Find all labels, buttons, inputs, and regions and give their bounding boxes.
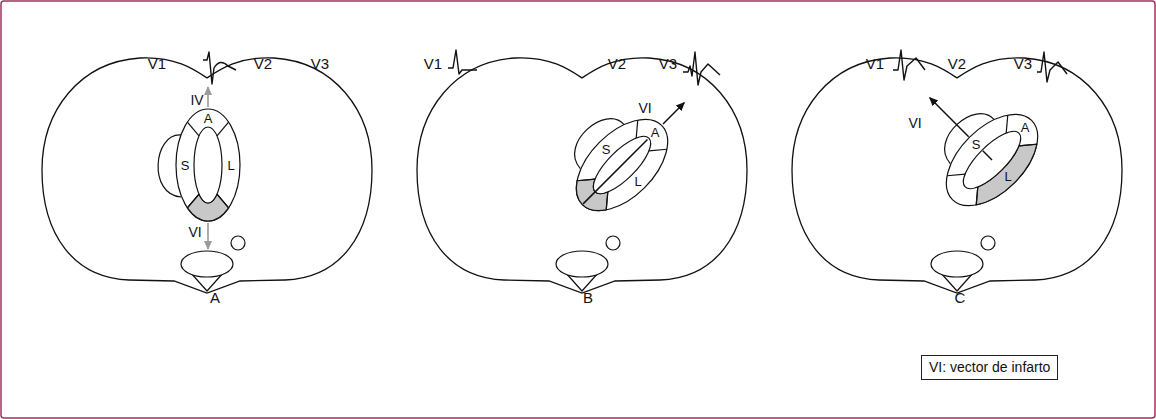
ecg-trace	[203, 52, 236, 84]
infarct-vector	[207, 223, 209, 249]
segment-label: A	[1021, 121, 1030, 134]
panel-label: B	[583, 290, 593, 305]
segment-label: L	[1004, 170, 1011, 183]
vector-label: VI	[638, 101, 651, 115]
segment-label: S	[972, 138, 981, 151]
segment-label: S	[602, 143, 611, 156]
segment-label: L	[227, 159, 234, 172]
chest-outline	[417, 58, 747, 293]
lead-label: V3	[1014, 56, 1032, 71]
heart-section	[547, 67, 707, 227]
segment-label: A	[651, 126, 660, 139]
segment-label: L	[634, 175, 641, 188]
infarct-vector	[207, 87, 209, 107]
ecg-trace	[1037, 52, 1067, 82]
vector-label: VI	[188, 225, 201, 239]
panel-label: C	[955, 290, 966, 305]
heart-section	[158, 109, 240, 221]
chest-outline	[42, 58, 372, 293]
ecg-trace	[683, 52, 720, 85]
panel-label: A	[210, 290, 220, 305]
lead-label: V1	[148, 56, 166, 71]
legend-box: VI: vector de infarto	[921, 355, 1058, 380]
lead-label: V1	[424, 56, 442, 71]
ecg-trace	[893, 50, 925, 80]
heart-section	[890, 58, 1054, 222]
legend-text: VI: vector de infarto	[929, 360, 1050, 375]
lead-label: V2	[254, 56, 272, 71]
lead-label: V2	[948, 56, 966, 71]
ecg-trace	[448, 50, 477, 74]
chest-outline	[792, 58, 1122, 293]
segment-label: A	[204, 112, 213, 125]
vector-label: IV	[190, 93, 203, 107]
vector-label: VI	[908, 116, 921, 130]
lead-label: V2	[608, 56, 626, 71]
lead-label: V3	[659, 56, 677, 71]
lead-label: V3	[311, 56, 329, 71]
segment-label: S	[181, 159, 190, 172]
lead-label: V1	[866, 56, 884, 71]
